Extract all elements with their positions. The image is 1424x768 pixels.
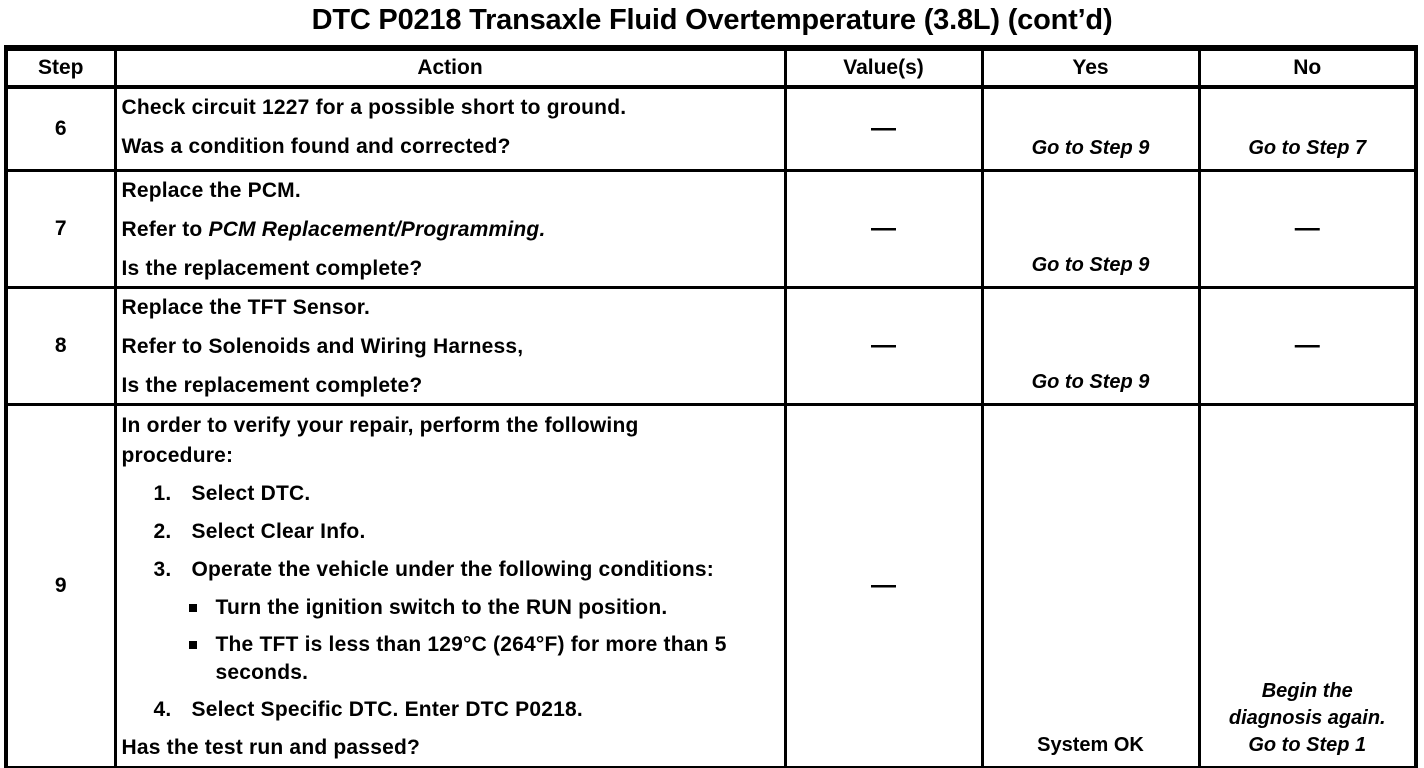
yes-cell: Go to Step 9 (980, 168, 1201, 289)
bullet-text: Turn the ignition switch to the RUN posi… (215, 595, 668, 619)
action-reference: Refer to Solenoids and Wiring Harness, (121, 334, 524, 358)
item-number: 3. (153, 557, 172, 581)
header-row: Step Action Value(s) Yes No (4, 46, 1418, 89)
no-cell: — (1197, 285, 1418, 406)
step-number: 7 (4, 168, 117, 289)
action-cell: In order to verify your repair, perform … (113, 402, 787, 768)
bullet-text: The TFT is less than 129°C (264°F) for m… (215, 632, 727, 684)
numbered-item: 4. Select Specific DTC. Enter DTC P0218. (122, 696, 778, 724)
item-number: 1. (153, 481, 172, 505)
column-header-step: Step (4, 46, 117, 89)
column-header-yes: Yes (980, 46, 1201, 89)
diagnostic-table: Step Action Value(s) Yes No 6 Check circ… (4, 45, 1418, 768)
action-cell: Replace the TFT Sensor. Refer to Solenoi… (113, 285, 787, 406)
no-cell: Begin the diagnosis again. Go to Step 1 (1197, 402, 1418, 768)
action-cell: Replace the PCM. Refer to PCM Replacemen… (113, 168, 787, 289)
numbered-item: 1. Select DTC. (122, 480, 778, 508)
bullet-icon (188, 603, 197, 612)
item-number: 2. (153, 519, 172, 543)
table-row-step-7: 7 Replace the PCM. Refer to PCM Replacem… (4, 168, 1418, 289)
bullet-item: The TFT is less than 129°C (264°F) for m… (188, 631, 778, 687)
value-cell: — (783, 285, 984, 406)
yes-cell: Go to Step 9 (980, 85, 1201, 172)
yes-cell: Go to Step 9 (980, 285, 1201, 406)
action-question: Is the replacement complete? (121, 256, 423, 280)
no-cell: — (1197, 168, 1418, 289)
action-cell: Check circuit 1227 for a possible short … (113, 85, 787, 172)
item-text: Select Clear Info. (191, 519, 366, 543)
yes-cell: System OK (980, 402, 1201, 768)
column-header-no: No (1197, 46, 1418, 89)
table-row-step-9: 9 In order to verify your repair, perfor… (4, 402, 1418, 768)
reference-prefix: Refer to (121, 217, 209, 241)
table-row-step-6: 6 Check circuit 1227 for a possible shor… (4, 85, 1418, 172)
value-cell: — (783, 402, 984, 768)
column-header-action: Action (113, 46, 787, 89)
step-number: 6 (4, 85, 117, 172)
action-question: Has the test run and passed? (121, 735, 421, 759)
no-text-line: Begin the diagnosis again. (1228, 680, 1386, 729)
step-number: 8 (4, 285, 117, 406)
action-question: Was a condition found and corrected? (121, 135, 511, 158)
reference-title: PCM Replacement/Programming. (208, 217, 546, 241)
item-text: Select Specific DTC. Enter DTC P0218. (191, 697, 583, 721)
item-number: 4. (153, 697, 172, 721)
action-intro: In order to verify your repair, perform … (121, 413, 639, 467)
bullet-item: Turn the ignition switch to the RUN posi… (188, 594, 778, 622)
no-cell: Go to Step 7 (1197, 85, 1418, 172)
action-reference: Refer to PCM Replacement/Programming. (122, 216, 778, 243)
numbered-item: 3. Operate the vehicle under the followi… (122, 556, 778, 584)
item-text: Select DTC. (191, 481, 311, 505)
value-cell: — (783, 85, 984, 172)
item-text: Operate the vehicle under the following … (191, 557, 714, 581)
page-title: DTC P0218 Transaxle Fluid Overtemperatur… (311, 4, 1113, 36)
bullet-icon (188, 640, 197, 649)
table-row-step-8: 8 Replace the TFT Sensor. Refer to Solen… (4, 285, 1418, 406)
action-text: Replace the TFT Sensor. (121, 295, 370, 319)
numbered-item: 2. Select Clear Info. (122, 518, 778, 546)
action-text: Replace the PCM. (121, 178, 301, 202)
action-text: Check circuit 1227 for a possible short … (121, 96, 627, 119)
step-number: 9 (4, 402, 117, 768)
action-question: Is the replacement complete? (121, 373, 423, 397)
no-text-line: Go to Step 1 (1248, 734, 1367, 756)
column-header-values: Value(s) (783, 46, 984, 89)
value-cell: — (783, 168, 984, 289)
